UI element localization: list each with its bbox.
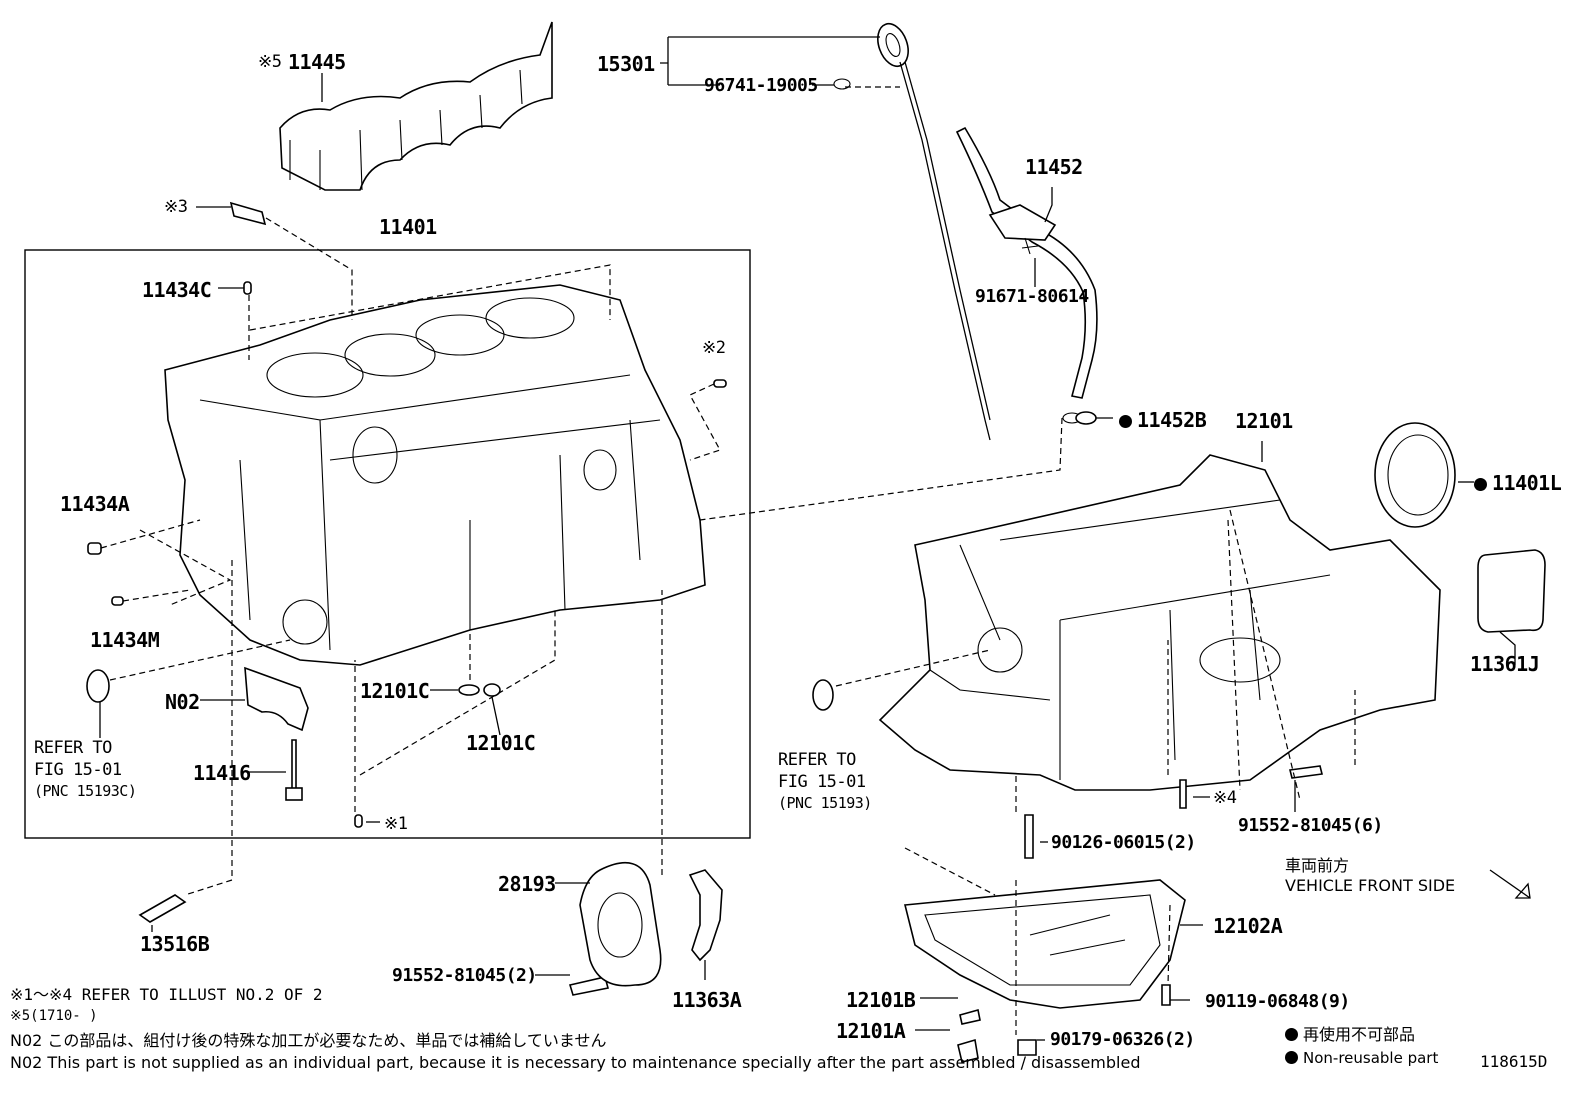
dipstick-drawing xyxy=(833,22,991,441)
part-label-96741-19005[interactable]: 96741-19005 xyxy=(704,75,818,96)
part-label-90119-06848[interactable]: 90119-06848(9) xyxy=(1205,991,1350,1012)
part-label-12101[interactable]: 12101 xyxy=(1235,409,1293,433)
non-reusable-dot-icon xyxy=(1285,1028,1298,1041)
refer-left-line2[interactable]: FIG 15-01 xyxy=(34,760,122,780)
note-mark-4: ※4 xyxy=(1213,788,1237,808)
refer-right-line3: (PNC 15193) xyxy=(778,794,872,812)
leader-lines xyxy=(99,36,1531,1041)
refer-right-line1: REFER TO xyxy=(778,750,856,770)
part-label-11434c[interactable]: 11434C xyxy=(142,278,212,302)
part-label-15301[interactable]: 15301 xyxy=(597,52,655,76)
engine-block-frame xyxy=(24,249,751,839)
note-mark-2: ※2 xyxy=(702,338,726,358)
illustration-id: 118615D xyxy=(1480,1052,1548,1071)
note-refer-illust: ※1～※4 REFER TO ILLUST NO.2 OF 2 xyxy=(10,985,323,1004)
note-n02-jp: N02 この部品は、組付け後の特殊な加工が必要なため、単品では補給していません xyxy=(10,1031,607,1050)
bearing-cap-drawing xyxy=(244,666,309,732)
vehicle-front-arrow-icon xyxy=(1480,862,1540,902)
note-mark-3: ※3 xyxy=(164,197,188,217)
part-label-12101a[interactable]: 12101A xyxy=(836,1019,906,1043)
refer-left-line3: (PNC 15193C) xyxy=(34,782,137,800)
bracket-drawing xyxy=(688,869,723,962)
non-reusable-dot-icon xyxy=(1285,1051,1298,1064)
vehicle-front-label-en: VEHICLE FRONT SIDE xyxy=(1285,876,1456,895)
legend-non-reusable-jp-text: 再使用不可部品 xyxy=(1303,1025,1416,1044)
part-label-12102a[interactable]: 12102A xyxy=(1213,914,1283,938)
part-label-11452[interactable]: 11452 xyxy=(1025,155,1083,179)
cylinder-block-drawing xyxy=(164,284,706,666)
part-label-12101c-right[interactable]: 12101C xyxy=(466,731,536,755)
part-label-28193[interactable]: 28193 xyxy=(498,872,556,896)
part-label-11416[interactable]: 11416 xyxy=(193,761,251,785)
cover-drawing xyxy=(1477,549,1546,633)
assembly-dashed-lines xyxy=(100,86,1356,1035)
oil-pan-upper-drawing xyxy=(878,454,1441,791)
part-label-91552-81045-2[interactable]: 91552-81045(2) xyxy=(392,965,537,986)
legend-non-reusable-jp: 再使用不可部品 xyxy=(1285,1027,1415,1043)
part-label-11363a[interactable]: 11363A xyxy=(672,988,742,1012)
part-label-12101c-left[interactable]: 12101C xyxy=(360,679,430,703)
part-label-90179-06326[interactable]: 90179-06326(2) xyxy=(1050,1029,1195,1050)
note-mark5-range: ※5(1710- ) xyxy=(10,1008,98,1024)
part-label-12101b[interactable]: 12101B xyxy=(846,988,916,1012)
part-label-13516b[interactable]: 13516B xyxy=(140,932,210,956)
note-mark-5: ※5 xyxy=(258,52,282,72)
oil-level-guide-drawing xyxy=(955,126,1098,424)
part-label-91671-80614[interactable]: 91671-80614 xyxy=(975,286,1089,307)
note-mark-1: ※1 xyxy=(384,814,408,834)
oil-pan-lower-drawing xyxy=(903,879,1186,1009)
refer-left-line1: REFER TO xyxy=(34,738,112,758)
non-reusable-dot-icon xyxy=(1119,415,1132,428)
gasket-drawing xyxy=(579,861,662,987)
non-reusable-dot-icon xyxy=(1474,478,1487,491)
part-label-90126-06015[interactable]: 90126-06015(2) xyxy=(1051,832,1196,853)
oil-seal-drawing xyxy=(1374,422,1456,528)
part-number-11401l: 11401L xyxy=(1492,471,1562,495)
part-number-11452b: 11452B xyxy=(1137,408,1207,432)
part-label-11445[interactable]: 11445 xyxy=(288,50,346,74)
part-label-n02[interactable]: N02 xyxy=(165,690,200,714)
part-label-11361j[interactable]: 11361J xyxy=(1470,652,1540,676)
part-label-11434a[interactable]: 11434A xyxy=(60,492,130,516)
legend-non-reusable-en-text: Non-reusable part xyxy=(1303,1049,1439,1067)
insulator-11445-drawing xyxy=(279,21,553,191)
part-label-11452b[interactable]: 11452B xyxy=(1119,408,1207,432)
vehicle-front-label-jp: 車両前方 xyxy=(1285,856,1350,875)
fasteners-drawing xyxy=(86,201,1323,1063)
legend-non-reusable-en: Non-reusable part xyxy=(1285,1051,1438,1066)
part-label-11434m[interactable]: 11434M xyxy=(90,628,160,652)
refer-right-line2[interactable]: FIG 15-01 xyxy=(778,772,866,792)
part-label-11401l[interactable]: 11401L xyxy=(1474,471,1562,495)
part-label-91552-81045-6[interactable]: 91552-81045(6) xyxy=(1238,815,1383,836)
note-n02-en: N02 This part is not supplied as an indi… xyxy=(10,1053,1141,1072)
part-label-11401[interactable]: 11401 xyxy=(379,215,437,239)
